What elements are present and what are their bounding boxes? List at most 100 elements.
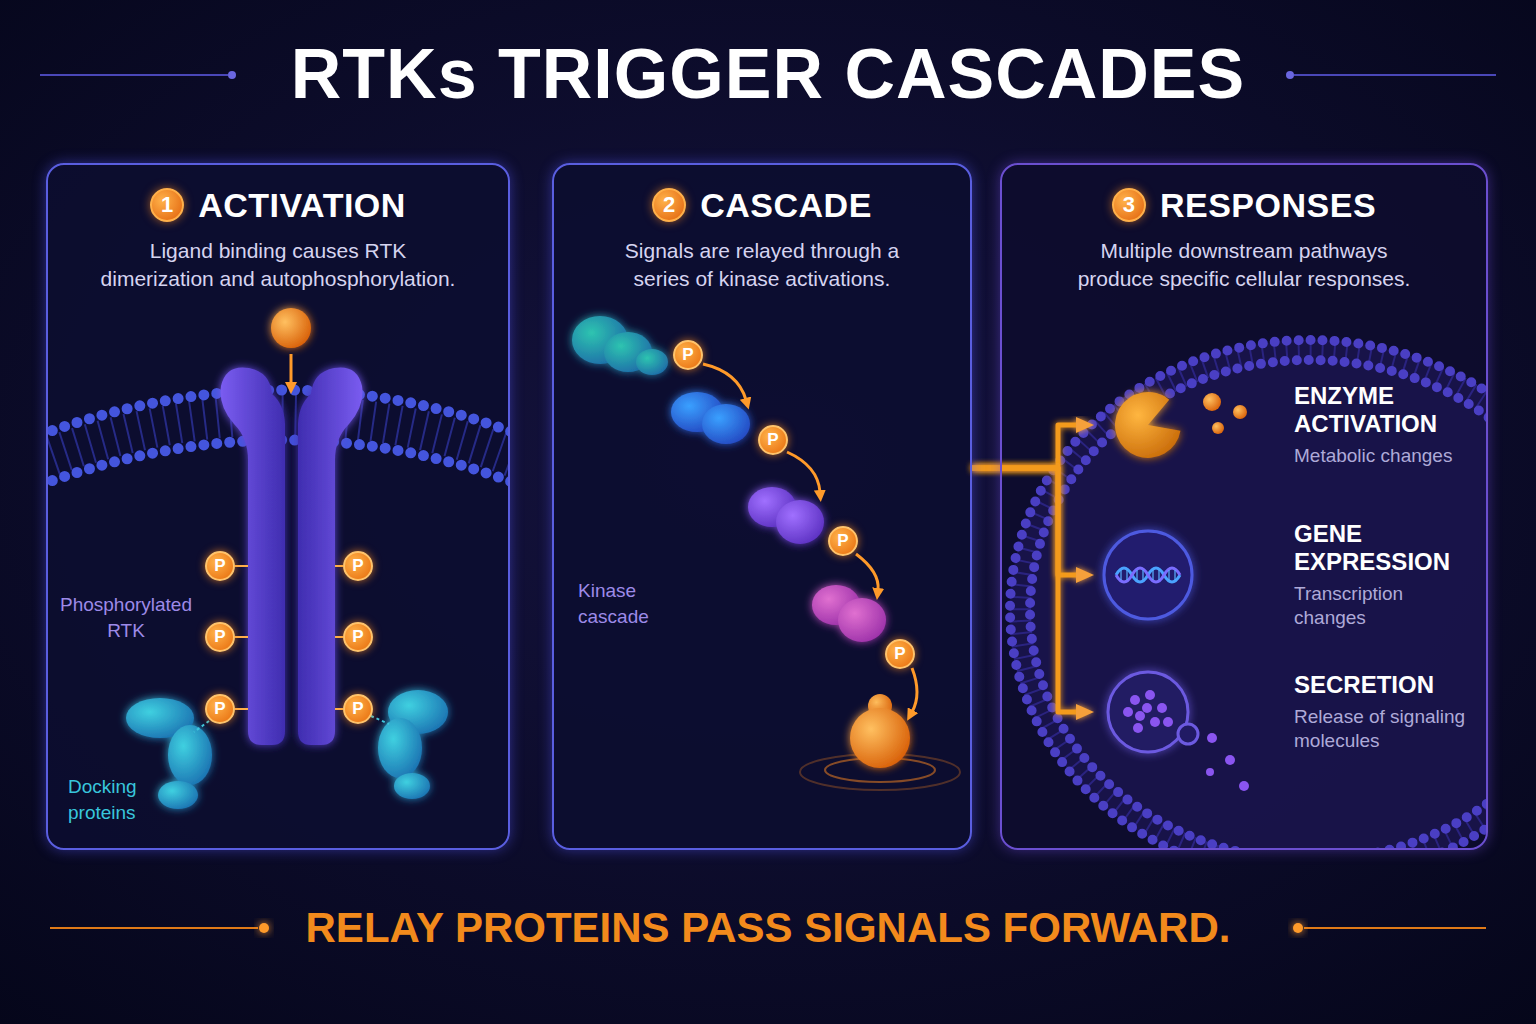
part-label: Phosphorylated RTK [52,592,200,644]
flow-arrow [510,346,538,351]
phosphate-link [335,708,343,710]
docking-protein-lobe [168,725,212,785]
connectors [510,348,1080,712]
signal-molecule [1163,717,1173,727]
docking-protein-lobe [378,718,422,778]
relay-arrow [787,452,820,492]
activation-panel: 1 ACTIVATION Ligand binding causes RTK dim… [46,163,510,850]
dna-strand [1116,568,1180,582]
docking-protein-lobe [394,773,430,799]
description: Release of signaling molecules [1294,705,1474,753]
kinase [748,487,824,544]
signal-molecule [1130,695,1140,705]
caption-rule-dot [259,923,269,933]
relay-arrow [703,364,746,400]
panel-fill [46,163,510,850]
kinase [812,585,886,642]
product-molecule [1203,393,1221,411]
phosphate-link [335,565,343,567]
binding-line [371,716,389,724]
signal-molecule [1150,717,1160,727]
phosphate-badge: P [205,694,235,724]
heading: RESPONSES [1160,185,1376,225]
relay-arrow [856,554,878,590]
title-rule-dot [228,71,236,79]
phosphate-badge: P [343,622,373,652]
title: RTKs TRIGGER CASCADES [291,32,1245,116]
part-label: Kinase cascade [578,578,678,630]
signal-molecule [1225,755,1235,765]
docking-protein [378,690,448,799]
description: Multiple downstream pathways produce spe… [1069,237,1419,293]
signal-molecule [1207,733,1217,743]
panel-fill [552,163,972,850]
lipid-heads [1030,360,1486,848]
flow-arrow [972,425,1080,468]
callout-number: 1 [150,188,184,222]
response-item: GENE EXPRESSION Transcription changes [1094,520,1474,630]
kinase [671,392,750,444]
phosphate-badge: P [343,694,373,724]
title-rule-dot [1286,71,1294,79]
flow-arrow [972,468,1080,575]
relay-arrow [912,668,917,712]
phosphate-badge: P [828,526,858,556]
phosphate-link [235,708,248,710]
callout-number: 3 [1112,188,1146,222]
description: Ligand binding causes RTK dimerization a… [96,237,461,293]
signal-molecule [1206,768,1214,776]
ligand-arrow [290,354,293,384]
phosphate-badge: P [758,425,788,455]
phosphate-link [235,565,248,567]
panel-header: 3 RESPONSES [1002,185,1486,225]
response-item: SECRETIONRelease of signaling molecules [1094,671,1474,753]
vesicle-icon [1108,672,1188,752]
docking-protein-lobe [158,781,198,809]
phosphate-badge: P [205,622,235,652]
target-cell [1010,340,1486,848]
phosphate-link [235,636,248,638]
signal-molecule [1239,781,1249,791]
phosphate-badge: P [343,551,373,581]
cascade-panel: 2CASCADE Signals are relayed through a se… [552,163,972,850]
kinase-lobe [702,404,750,444]
target-protein [850,708,910,768]
dna-strand [1116,568,1180,582]
phosphate-badge: P [673,340,703,370]
flow-arrow [972,468,1080,712]
kinase-lobe [776,500,824,544]
description: Signals are relayed through a series of … [607,237,917,293]
product-molecule [1212,422,1224,434]
kinase-lobe [838,598,886,642]
signal-molecule [1135,711,1145,721]
description: Transcription changes [1294,582,1474,630]
enzyme-icon [1115,392,1181,458]
caption-rule-dot [1293,923,1303,933]
title-rule [1294,74,1496,76]
dna-rungs [1121,570,1175,580]
caption-rule [50,927,258,929]
signal-molecule [1142,703,1152,713]
signal-molecule [1157,703,1167,713]
heading: ENZYME ACTIVATION [1294,382,1474,438]
caption: RELAY PROTEINS PASS SIGNALS FORWARD. [306,903,1231,953]
kinase-lobe [636,349,668,375]
ligand [271,308,311,348]
caption-rule [1304,927,1486,929]
panel-header: 2CASCADE [554,185,970,225]
responses-panel: 3 RESPONSES Multiple downstream pathways p… [1000,163,1488,850]
phosphate-link [335,636,343,638]
cytoplasm [1010,340,1486,848]
signal-molecule [1123,707,1133,717]
product-molecule [1233,405,1247,419]
vesicle-contents [1123,690,1249,791]
panel-header: 1 ACTIVATION [48,185,508,225]
phosphate-badge: P [205,551,235,581]
heading: ACTIVATION [198,185,406,225]
lipid-heads [1010,340,1486,848]
heading: GENE EXPRESSION [1294,520,1474,576]
title-rule [40,74,228,76]
response-item: ENZYME ACTIVATIONMetabolic changes [1094,382,1474,468]
